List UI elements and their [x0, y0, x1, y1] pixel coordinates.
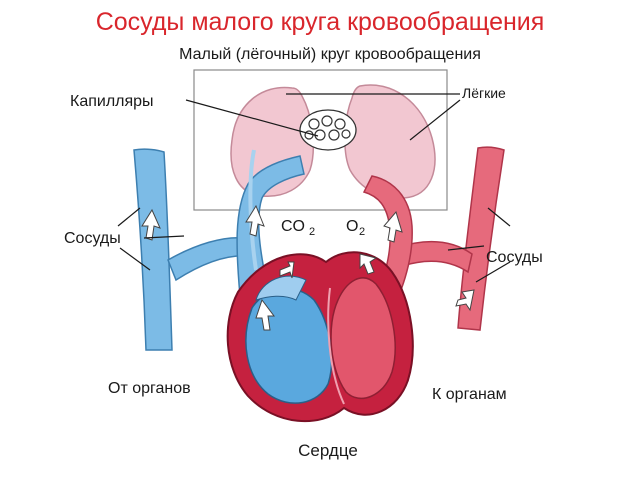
label-o2-sub: 2 — [359, 226, 365, 238]
arrow-right-ventricle — [255, 298, 275, 331]
label-lungs: Лёгкие — [462, 85, 506, 101]
aorta-right — [457, 146, 505, 331]
label-heart: Сердце — [298, 441, 358, 460]
label-o2-main: O — [346, 218, 358, 235]
label-co2-sub: 2 — [309, 226, 315, 238]
right-atrium — [255, 275, 307, 301]
leader-lines — [117, 93, 511, 283]
arrow-pulm-artery-1 — [245, 204, 265, 237]
pulmonary-artery-inner — [248, 149, 258, 271]
arrow-pulm-artery-2 — [279, 261, 295, 279]
leader-vessels-right-3 — [447, 245, 485, 251]
alveoli — [304, 115, 351, 141]
label-capillaries: Капилляры — [70, 93, 154, 110]
vena-cava-left — [133, 148, 173, 351]
heart-septum — [327, 287, 345, 405]
label-to-organs: К органам — [432, 386, 507, 403]
leader-capillaries — [185, 99, 319, 137]
diagram-subtitle: Малый (лёгочный) круг кровообращения — [179, 46, 481, 63]
slide-title: Сосуды малого круга кровообращения — [95, 8, 545, 36]
leader-lungs-2 — [409, 99, 461, 141]
arrow-left-atrium — [359, 253, 378, 275]
label-vessels-left: Сосуды — [64, 230, 121, 247]
arrow-aorta — [455, 289, 475, 312]
leader-vessels-left-3 — [143, 235, 185, 239]
arrow-vena-cava — [141, 208, 161, 241]
arrow-pulm-vein — [383, 210, 403, 243]
lungs-frame — [193, 69, 448, 211]
venous-vessels — [133, 148, 305, 351]
label-co2-main: CO — [281, 218, 305, 235]
leader-vessels-right-2 — [475, 261, 511, 283]
leader-vessels-left-1 — [117, 207, 141, 227]
right-lung — [344, 84, 436, 199]
label-o2: O 2 — [346, 218, 365, 238]
left-ventricle — [330, 277, 396, 400]
flow-arrows — [141, 204, 475, 331]
heart — [226, 251, 414, 423]
leader-vessels-left-2 — [119, 247, 151, 271]
label-from-organs: От органов — [108, 380, 191, 397]
leader-vessels-right-1 — [487, 207, 511, 227]
label-vessels-right: Сосуды — [486, 249, 543, 266]
label-co2: CO 2 — [281, 218, 315, 238]
